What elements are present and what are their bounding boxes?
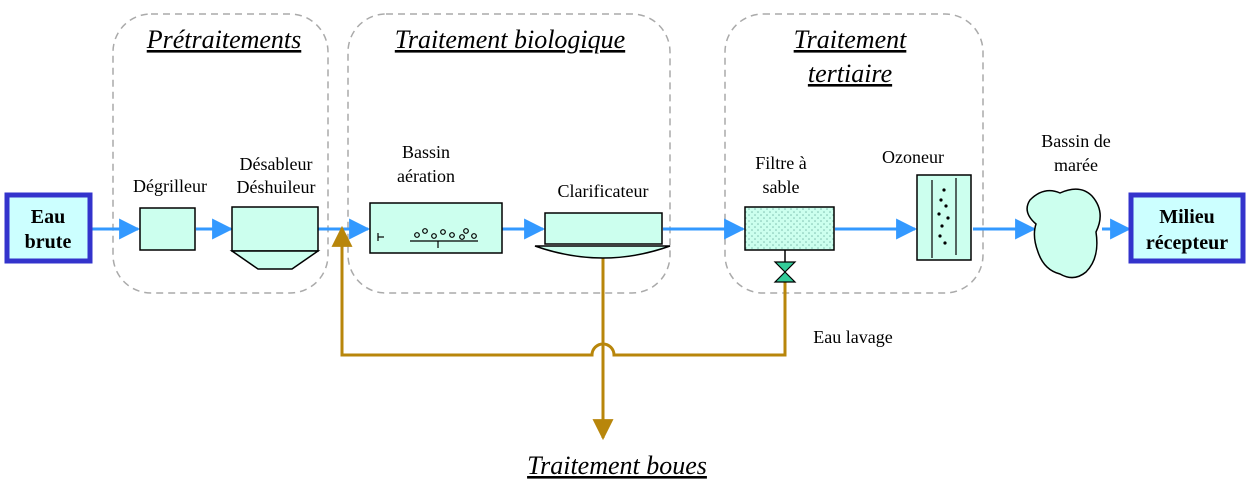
degritter-label-line2: Déshuileur [237, 177, 316, 197]
sludge-treatment-title: Traitement boues [527, 451, 707, 480]
sand-filter-label-line2: sable [763, 177, 800, 197]
tertiary-group-title-line2: tertiaire [808, 59, 892, 88]
tidal-basin-label-line2: marée [1054, 155, 1098, 175]
pretreatment-group-title: Prétraitements [146, 25, 302, 54]
clarifier-unit [544, 212, 663, 245]
tidal-basin-label-line1: Bassin de [1041, 131, 1111, 151]
tidal-basin [1026, 188, 1101, 279]
raw-water-label-line1: Eau [31, 206, 65, 228]
aeration-label-line2: aération [397, 166, 455, 186]
degritter-label-line1: Désableur [240, 154, 313, 174]
clarifier-label: Clarificateur [558, 181, 649, 201]
ozonizer-label: Ozoneur [882, 147, 944, 167]
biological-group-box [347, 13, 671, 294]
ozonizer-internals [931, 178, 957, 258]
sand-filter-unit [744, 206, 835, 251]
tertiary-group-box [724, 13, 984, 294]
receiving-environment-terminal [1128, 192, 1246, 264]
pretreatment-group-box [112, 13, 329, 294]
screen-unit [139, 207, 196, 251]
aeration-diffuser [377, 228, 478, 248]
degritter-hopper [229, 250, 321, 270]
receiving-environment-label-line2: récepteur [1146, 232, 1228, 254]
aeration-basin [369, 202, 503, 254]
screen-label: Dégrilleur [133, 176, 207, 196]
degritter-unit [231, 206, 319, 252]
raw-water-terminal [4, 192, 93, 264]
aeration-label-line1: Bassin [402, 142, 450, 162]
washwater-label: Eau lavage [813, 327, 892, 347]
raw-water-label-line2: brute [25, 231, 72, 253]
receiving-environment-label-line1: Milieu [1159, 206, 1215, 228]
tertiary-group-title-line1: Traitement [794, 25, 907, 54]
sand-filter-label-line1: Filtre à [755, 153, 807, 173]
biological-group-title: Traitement biologique [395, 25, 625, 54]
washwater-valve [773, 261, 797, 283]
clarifier-cone [534, 245, 671, 259]
ozonizer-unit [916, 174, 972, 261]
